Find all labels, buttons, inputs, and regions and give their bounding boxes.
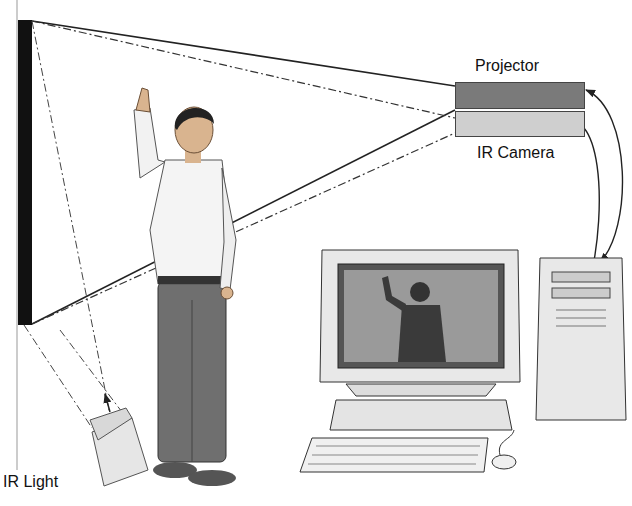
ir-light (90, 394, 148, 486)
ir-beam-line (32, 21, 112, 425)
camera-view-line (32, 21, 455, 118)
ir-beam-line (60, 330, 128, 420)
projection-line (32, 21, 455, 86)
person (134, 88, 236, 486)
computer (300, 250, 626, 472)
screen (18, 20, 32, 325)
wall-line (17, 0, 18, 470)
ir-camera: IR Camera (455, 111, 585, 163)
device-label: IR Light (3, 472, 58, 492)
projector: Projector (455, 56, 585, 109)
device-label: Projector (475, 56, 539, 76)
projector-box (455, 82, 585, 109)
ir-light: IR Light (3, 472, 143, 492)
camera-view-line (32, 133, 455, 324)
ir-beam-line (24, 325, 92, 428)
cable-arrow (586, 90, 622, 262)
ir-camera-box (455, 111, 585, 137)
device-label: IR Camera (477, 143, 554, 163)
